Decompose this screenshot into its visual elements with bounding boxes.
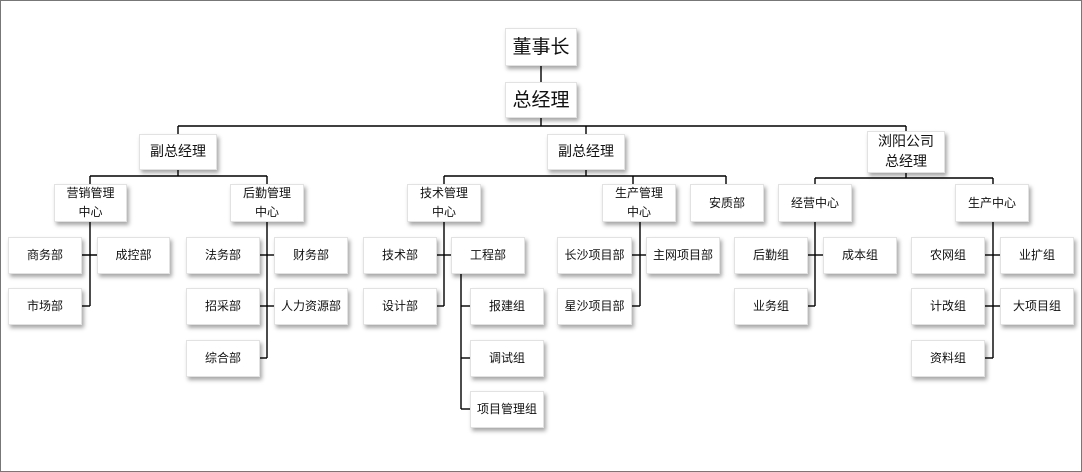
vp-mid-label: 副总经理 [558, 143, 614, 160]
project-mgmt-group-box: 项目管理组 [470, 391, 544, 428]
expansion-group-box: 业扩组 [1000, 237, 1074, 274]
xingsha-project-dept-label: 星沙项目部 [564, 299, 625, 313]
general-manager-box: 总经理 [505, 82, 577, 118]
tech-center-box: 技术管理中心 [407, 184, 481, 222]
ly-production-center-label: 生产中心 [967, 195, 1016, 210]
liuyang-gm-line2: 总经理 [885, 154, 927, 170]
engineering-dept-box: 工程部 [451, 237, 525, 274]
marketing-center-line1: 营销管理 [66, 186, 115, 200]
permit-group-label: 报建组 [488, 299, 525, 313]
market-dept-label: 市场部 [26, 299, 63, 313]
finance-dept-box: 财务部 [274, 237, 348, 274]
records-group-box: 资料组 [911, 340, 985, 377]
production-center-box: 生产管理中心 [602, 184, 676, 222]
chairman-box: 董事长 [505, 28, 577, 66]
meter-renovation-group-label: 计改组 [929, 299, 966, 313]
major-project-group-box: 大项目组 [1000, 288, 1074, 325]
debug-group-label: 调试组 [488, 351, 525, 365]
logistics-center-box: 后勤管理中心 [230, 184, 304, 222]
xingsha-project-dept-box: 星沙项目部 [557, 288, 632, 325]
legal-dept-box: 法务部 [186, 237, 260, 274]
logistics-group-box: 后勤组 [734, 237, 808, 274]
procurement-dept-box: 招采部 [186, 288, 260, 325]
permit-group-box: 报建组 [470, 288, 544, 325]
vp-left-box: 副总经理 [139, 134, 217, 170]
main-grid-project-dept-label: 主网项目部 [652, 248, 713, 262]
marketing-center-box: 营销管理中心 [54, 184, 127, 222]
technology-dept-label: 技术部 [381, 248, 418, 262]
liuyang-gm-line1: 浏阳公司 [878, 134, 934, 150]
cost-group-box: 成本组 [823, 237, 897, 274]
chairman-label: 董事长 [512, 35, 570, 58]
changsha-project-dept-box: 长沙项目部 [557, 237, 632, 274]
business-group-box: 业务组 [734, 288, 808, 325]
main-grid-project-dept-box: 主网项目部 [646, 237, 720, 274]
major-project-group-label: 大项目组 [1012, 299, 1061, 313]
business-group-label: 业务组 [752, 299, 789, 313]
ly-production-center-box: 生产中心 [955, 184, 1029, 222]
cost-control-dept-label: 成控部 [115, 248, 152, 262]
hr-dept-box: 人力资源部 [274, 288, 348, 325]
legal-dept-label: 法务部 [204, 248, 241, 262]
production-center-line2: 中心 [626, 205, 651, 219]
tech-center-line2: 中心 [431, 205, 456, 219]
business-dept-box: 商务部 [8, 237, 82, 274]
vp-mid-box: 副总经理 [547, 134, 625, 170]
rural-grid-group-box: 农网组 [911, 237, 985, 274]
cost-group-label: 成本组 [841, 248, 878, 262]
market-dept-box: 市场部 [8, 288, 82, 325]
operations-center-box: 经营中心 [778, 184, 852, 222]
liuyang-gm-box: 浏阳公司总经理 [867, 131, 945, 173]
safety-dept-label: 安质部 [708, 195, 745, 210]
production-center-line1: 生产管理 [614, 186, 663, 200]
expansion-group-label: 业扩组 [1018, 248, 1055, 262]
technology-dept-box: 技术部 [363, 237, 437, 274]
logistics-group-label: 后勤组 [752, 248, 789, 262]
safety-dept-box: 安质部 [690, 184, 764, 222]
general-manager-label: 总经理 [512, 88, 570, 111]
finance-dept-label: 财务部 [292, 248, 329, 262]
marketing-center-line2: 中心 [78, 205, 103, 219]
meter-renovation-group-box: 计改组 [911, 288, 985, 325]
vp-left-label: 副总经理 [150, 143, 206, 160]
debug-group-box: 调试组 [470, 340, 544, 377]
design-dept-box: 设计部 [363, 288, 437, 325]
hr-dept-label: 人力资源部 [280, 299, 341, 313]
logistics-center-line1: 后勤管理 [242, 186, 291, 200]
tech-center-line1: 技术管理 [419, 186, 468, 200]
changsha-project-dept-label: 长沙项目部 [564, 248, 625, 262]
general-dept-label: 综合部 [204, 351, 241, 365]
design-dept-label: 设计部 [381, 299, 418, 313]
engineering-dept-label: 工程部 [469, 248, 506, 262]
general-dept-box: 综合部 [186, 340, 260, 377]
operations-center-label: 经营中心 [790, 195, 839, 210]
records-group-label: 资料组 [929, 351, 966, 365]
rural-grid-group-label: 农网组 [929, 248, 966, 262]
procurement-dept-label: 招采部 [204, 299, 241, 313]
logistics-center-line2: 中心 [254, 205, 279, 219]
project-mgmt-group-label: 项目管理组 [476, 402, 537, 416]
cost-control-dept-box: 成控部 [97, 237, 170, 274]
business-dept-label: 商务部 [26, 248, 63, 262]
